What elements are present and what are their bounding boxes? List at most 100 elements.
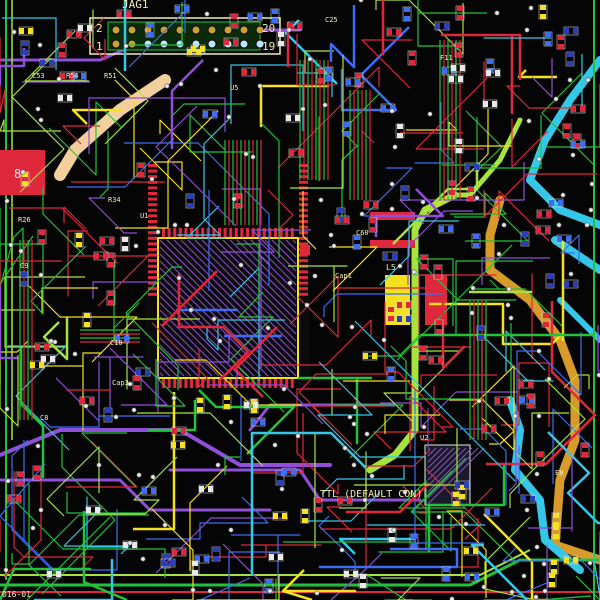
via [190,587,196,593]
trace [42,187,85,256]
hatch-line [159,351,185,377]
trace [296,34,335,86]
component-pad [338,498,343,504]
trace [380,391,518,428]
component-pad [50,356,55,362]
header-pin [127,25,137,35]
hatch-line [427,447,437,457]
via [265,325,271,331]
component-pad [381,105,386,111]
component-pad [213,556,219,561]
component-pad [142,488,147,494]
via [476,398,482,404]
component-pad [397,133,403,138]
label-c60: C60 [356,229,369,237]
mcu-pad [190,379,193,388]
trace [104,67,149,145]
trace [298,373,389,446]
trace [384,414,440,434]
trace [199,551,280,600]
component-pad [277,471,283,476]
component-pad [277,480,283,485]
component-pad [456,52,462,57]
component-pad [203,111,208,117]
via [287,280,293,286]
component-pad [354,244,360,249]
trace [230,64,304,131]
component-pad [468,196,474,201]
component-pad [297,23,302,29]
via [8,242,14,248]
component-pad [251,69,256,75]
mcu-pad [190,228,193,237]
trace [0,119,61,132]
trace [0,37,6,114]
component-pad [547,274,553,279]
label-pin-2: 2 [96,22,103,35]
via [184,222,190,228]
trace [379,220,459,286]
via [560,192,566,198]
hatch-line [159,316,220,377]
via [38,117,44,123]
component-pad [571,141,576,147]
via [217,338,223,344]
trace [441,293,466,370]
via [339,547,345,553]
component-pad [282,513,287,519]
component-pad [7,496,12,502]
via [359,211,365,217]
component-pad [86,507,91,513]
via [567,77,573,83]
via [470,285,476,291]
component-pad [465,164,470,170]
component-pad [404,16,410,21]
via [38,507,44,513]
component-pad [235,194,241,199]
component-pad [456,148,462,153]
trace [13,471,94,569]
header-pin [255,39,265,49]
via [496,251,502,257]
component-pad [224,404,230,409]
trace [11,439,57,575]
component-pad [17,472,23,477]
hatch-line [159,288,248,377]
component-pad [191,46,196,52]
mcu-pad [148,236,157,240]
component-pad [204,556,209,562]
component-pad [549,582,555,587]
header-pin [255,25,265,35]
via [364,431,370,437]
component-pad [295,115,300,121]
right-ic-hatch [427,408,485,505]
component-pad [551,560,557,565]
via [588,207,594,213]
trace [414,102,455,164]
via [536,348,542,354]
component-pad [21,281,27,286]
header-pin [207,25,217,35]
trace [231,534,301,591]
component-pad [108,300,114,305]
trace [24,30,89,82]
via [534,471,540,477]
mcu-pad [285,228,289,237]
component-pad [459,485,465,490]
mcu-pad [229,379,233,388]
component-pad [161,560,166,566]
component-pad [192,561,198,566]
trace [81,432,137,488]
trace [230,291,285,413]
mcu-pad [257,379,261,388]
component-pad [28,28,33,34]
trace [177,118,230,236]
component-pad [443,576,449,581]
via [113,414,119,420]
via [250,154,256,160]
component-pad [344,217,349,223]
via [584,222,590,228]
trace [222,543,270,600]
component-pad [474,574,479,580]
component-pad [16,496,21,502]
